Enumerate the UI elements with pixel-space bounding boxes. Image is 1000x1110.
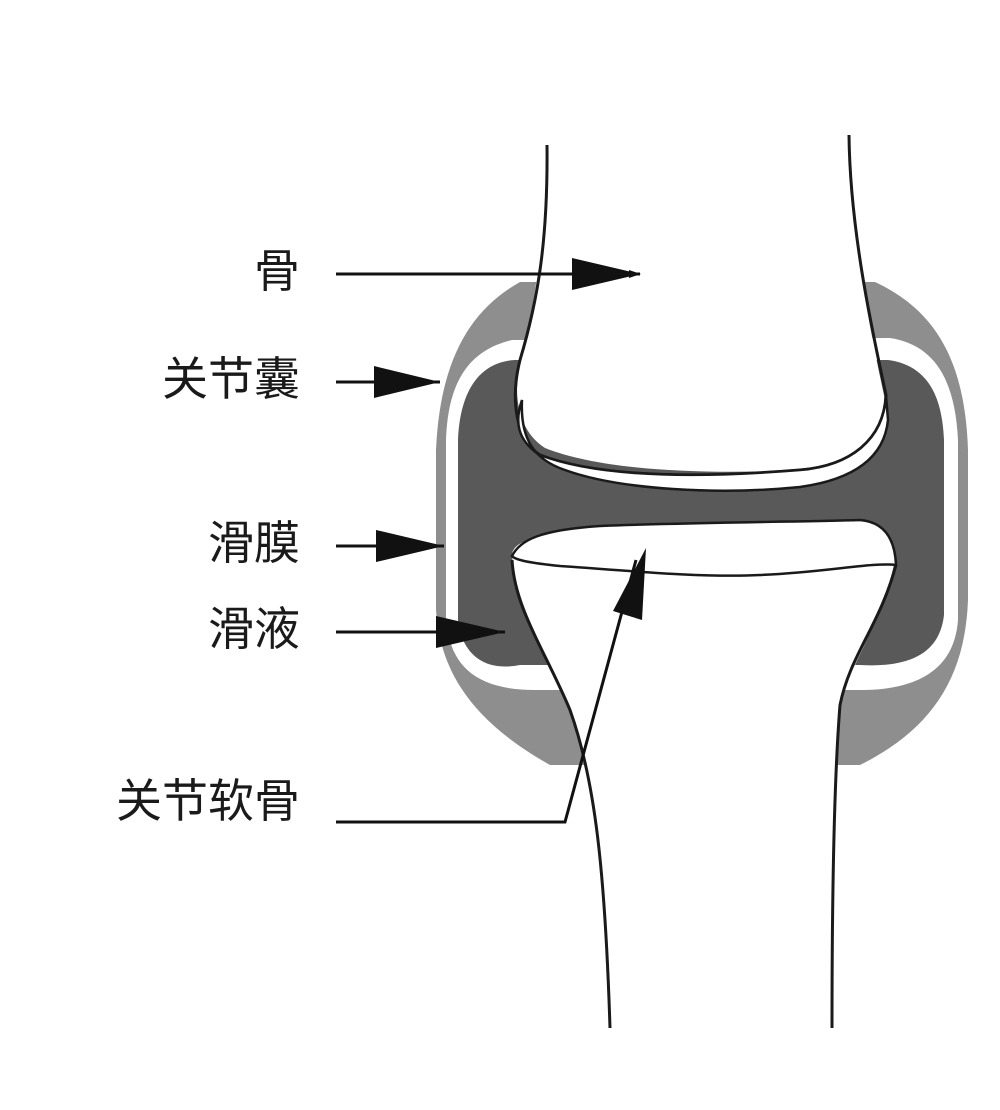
arrowhead-articular-cartilage <box>613 548 646 620</box>
femur-cartilage <box>516 394 890 492</box>
arrowhead-bone <box>572 258 640 290</box>
tibia-cartilage <box>510 518 898 577</box>
arrowhead-synovial-fluid <box>436 616 505 648</box>
tibia-outline <box>510 559 898 1029</box>
tibia-bone <box>512 524 895 1030</box>
arrowhead-joint-capsule <box>374 366 440 398</box>
label-synovial-membrane: 滑膜 <box>208 516 300 570</box>
label-synovial-fluid: 滑液 <box>208 602 300 656</box>
arrowhead-synovial-membrane <box>376 530 444 562</box>
label-articular-cartilage: 关节软骨 <box>116 774 300 828</box>
arrow-articular-cartilage <box>336 559 638 824</box>
label-joint-capsule: 关节囊 <box>162 352 300 406</box>
femur-bone <box>517 0 885 472</box>
label-bone: 骨 <box>254 244 300 298</box>
